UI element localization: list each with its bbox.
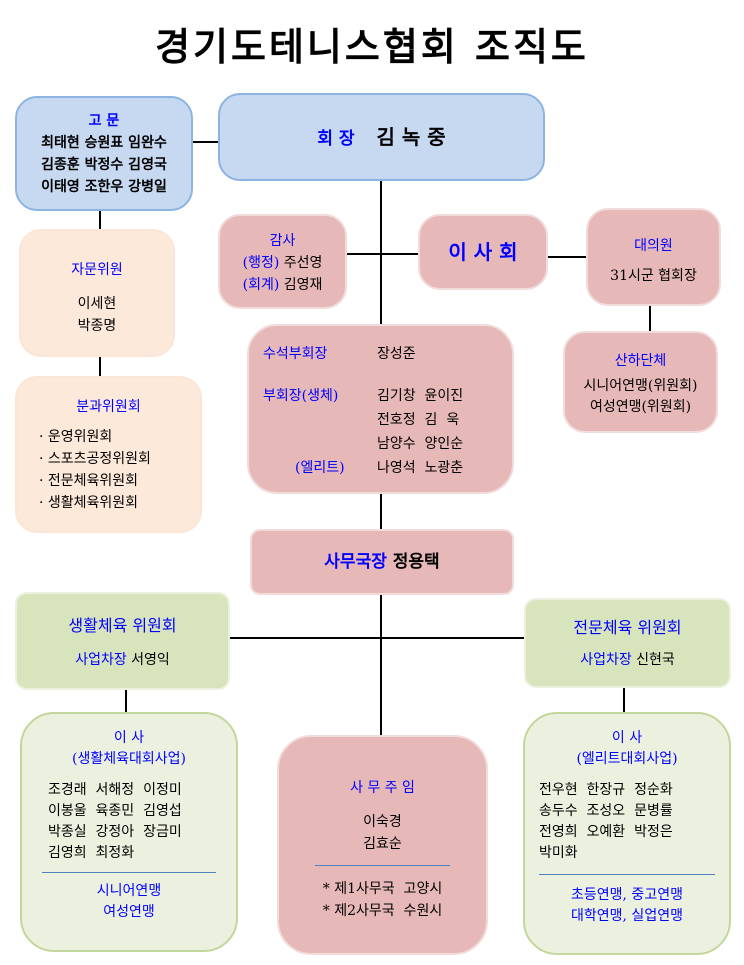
elite-label: (엘리트): [295, 460, 345, 476]
subcommittee-item: · 스포츠공정위원회: [39, 451, 151, 467]
subcommittee-item: · 운영위원회: [39, 429, 113, 445]
office-branch: * 제1사무국 고양시: [322, 881, 443, 897]
subcommittee-item: · 생활체육위원회: [39, 495, 139, 511]
director-row: 박미화: [539, 845, 578, 861]
page-title: 경기도테니스협회 조직도: [155, 25, 589, 69]
life-directors-sub: (생활체육대회사업): [72, 751, 186, 767]
office-heading: 사 무 주 임: [350, 780, 415, 796]
connector: [548, 256, 586, 258]
director-row: 김영희 최정화: [48, 845, 135, 861]
subcommittee-heading: 분과위원회: [76, 399, 141, 415]
audit-heading: 감사: [269, 233, 296, 249]
secretary-general-name: 정용택: [392, 552, 440, 572]
connector: [99, 357, 101, 376]
advisors-row: 김종훈 박정수 김영국: [41, 157, 167, 173]
office-name: 김효순: [363, 836, 402, 852]
league: 시니어연맹: [96, 883, 162, 899]
league: 여성연맹: [103, 904, 155, 920]
elite-committee-role: 사업차장: [580, 652, 632, 668]
league: 초등연맹, 중고연맹: [571, 887, 683, 903]
office-branch: * 제2사무국 수원시: [322, 903, 443, 919]
league: 대학연맹, 실업연맹: [571, 908, 683, 924]
vice-president-box: 수석부회장 장성준 부회장(생체) (엘리트) 김기창 윤이진 전호정 김 욱 …: [247, 324, 514, 494]
elite-committee-box: 전문체육 위원회 사업차장 신현국: [524, 598, 731, 688]
life-directors-heading: 이 사: [113, 730, 145, 746]
divider: [42, 872, 216, 873]
consult-name: 이세현: [77, 296, 117, 312]
secretary-general-label: 사무국장: [324, 552, 387, 572]
elite-committee-heading: 전문체육 위원회: [573, 618, 682, 637]
vp-row: 김기창 윤이진: [377, 388, 464, 404]
delegates-text: 31시군 협회장: [610, 268, 697, 284]
director-row: 송두수 조성오 문병률: [539, 803, 673, 819]
connector: [649, 306, 651, 331]
affiliates-box: 산하단체 시니어연맹(위원회) 여성연맹(위원회): [563, 331, 718, 433]
director-row: 전우현 한장규 정순화: [539, 782, 673, 798]
connector: [125, 690, 127, 712]
senior-vp-label: 수석부회장: [263, 346, 328, 362]
audit-name: 주선영: [283, 255, 323, 271]
divider: [539, 874, 715, 875]
life-committee-role: 사업차장: [75, 652, 127, 668]
divider: [315, 865, 450, 866]
life-committee-heading: 생활체육 위원회: [68, 616, 177, 635]
secretary-general-box: 사무국장 정용택: [250, 529, 514, 595]
advisors-row: 이태영 조한우 강병일: [41, 179, 167, 195]
audit-box: 감사 (행정) 주선영 (회계) 김영재: [218, 214, 347, 309]
consult-heading: 자문위원: [71, 262, 123, 278]
vp-row: 전호정 김 욱: [377, 412, 460, 428]
affiliates-row: 시니어연맹(위원회): [583, 378, 698, 394]
delegates-heading: 대의원: [634, 238, 673, 254]
subcommittee-box: 분과위원회 · 운영위원회 · 스포츠공정위원회 · 전문체육위원회 · 생활체…: [15, 376, 202, 533]
elite-committee-name: 신현국: [636, 652, 675, 668]
affiliates-row: 여성연맹(위원회): [589, 399, 692, 415]
connector: [623, 688, 625, 712]
vp-row: 나영석 노광춘: [377, 460, 464, 476]
life-directors-box: 이 사 (생활체육대회사업) 조경래 서해정 이정미 이봉울 육종민 김영섭 박…: [20, 712, 238, 952]
advisors-heading: 고 문: [88, 113, 120, 129]
elite-directors-box: 이 사 (엘리트대회사업) 전우현 한장규 정순화 송두수 조성오 문병률 전영…: [523, 712, 731, 955]
director-row: 박종실 강정아 장금미: [48, 824, 182, 840]
connector: [347, 253, 418, 255]
board-box: 이 사 회: [418, 214, 548, 290]
advisors-row: 최태현 승원표 임완수: [41, 135, 167, 151]
senior-vp-name: 장성준: [377, 346, 416, 362]
elite-directors-sub: (엘리트대회사업): [576, 751, 678, 767]
connector: [193, 141, 218, 143]
consult-box: 자문위원 이세현 박종명: [19, 229, 175, 357]
consult-name: 박종명: [77, 318, 117, 334]
president-name: 김 녹 중: [376, 125, 446, 149]
vp-row: 남양수 양인순: [377, 436, 464, 452]
life-committee-name: 서영익: [131, 652, 170, 668]
board-label: 이 사 회: [448, 240, 518, 264]
office-name: 이숙경: [363, 814, 402, 830]
director-row: 전영희 오예환 박정은: [539, 824, 673, 840]
delegates-box: 대의원 31시군 협회장: [586, 208, 721, 306]
president-label: 회 장: [317, 129, 355, 149]
vp-label: 부회장(생체): [263, 388, 339, 404]
director-row: 조경래 서해정 이정미: [48, 782, 182, 798]
affiliates-heading: 산하단체: [614, 353, 667, 369]
connector: [230, 637, 524, 639]
office-box: 사 무 주 임 이숙경 김효순 * 제1사무국 고양시 * 제2사무국 수원시: [277, 735, 488, 955]
subcommittee-item: · 전문체육위원회: [39, 473, 139, 489]
audit-role: (행정): [242, 255, 280, 271]
elite-directors-heading: 이 사: [611, 730, 643, 746]
connector: [99, 211, 101, 229]
director-row: 이봉울 육종민 김영섭: [48, 803, 182, 819]
advisors-box: 고 문 최태현 승원표 임완수 김종훈 박정수 김영국 이태영 조한우 강병일: [15, 96, 193, 211]
audit-role: (회계): [242, 277, 280, 293]
life-committee-box: 생활체육 위원회 사업차장 서영익: [15, 592, 230, 690]
audit-name: 김영재: [283, 277, 323, 293]
